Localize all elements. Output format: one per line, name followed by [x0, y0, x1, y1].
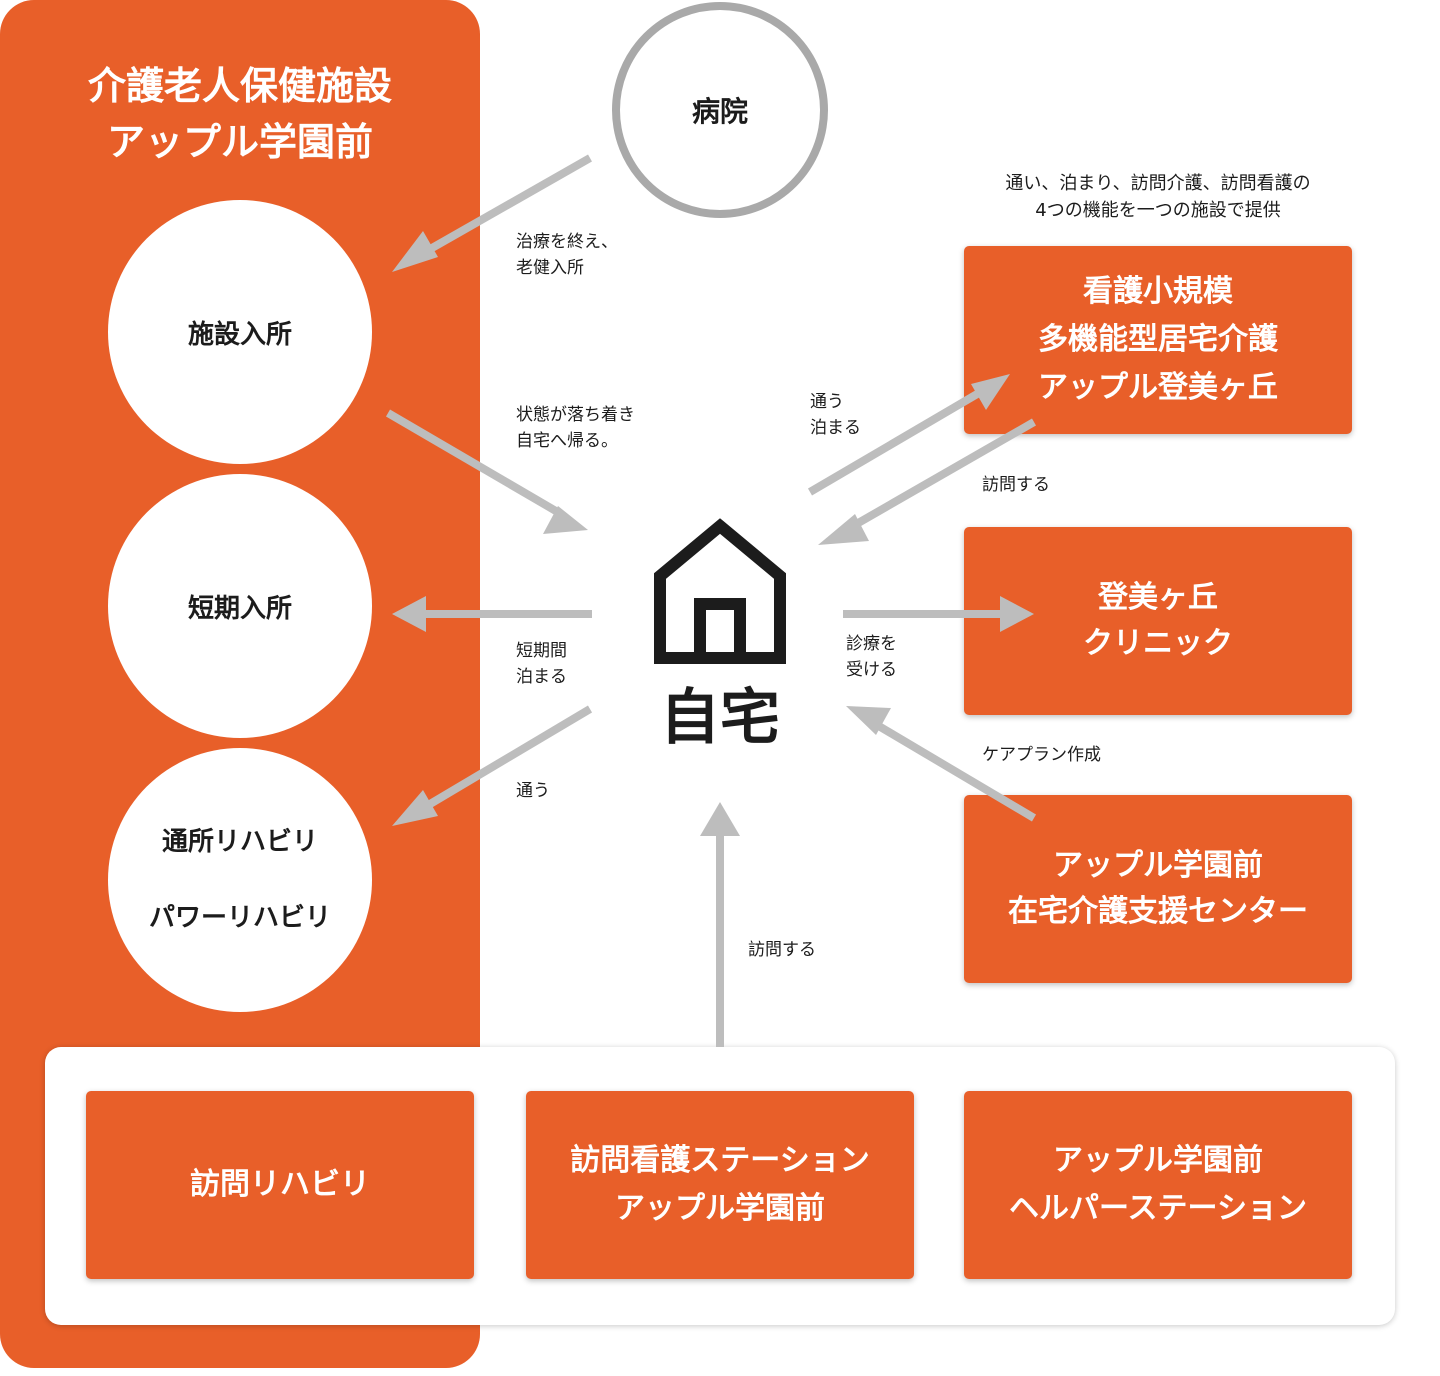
label-line: 診療を [846, 634, 897, 654]
arrow-center-to-home [846, 706, 1037, 822]
arrow-admission-to-home [385, 409, 588, 534]
arrow-home-to-clinic [843, 596, 1034, 632]
arrow-bottom-to-home [700, 802, 740, 1047]
label-line: 泊まる [810, 418, 861, 438]
feature-note-line-1: 通い、泊まり、訪問介護、訪問看護の [1005, 173, 1311, 194]
kantaki-line-2: 多機能型居宅介護 [1038, 322, 1278, 357]
label-home-to-rehab: 通う [516, 778, 550, 804]
helper-station-box: アップル学園前 ヘルパーステーション [964, 1091, 1352, 1279]
label-line: 状態が落ち着き [516, 405, 635, 425]
feature-note-line-2: 4つの機能を一つの施設で提供 [1035, 200, 1281, 221]
label-line: 受ける [846, 660, 897, 680]
label-line: 通う [516, 781, 550, 801]
label-home-to-clinic: 診療を 受ける [846, 631, 897, 683]
hospital-label: 病院 [691, 95, 748, 128]
visit-rehab-label: 訪問リハビリ [190, 1167, 370, 1202]
power-rehab-label: パワーリハビリ [148, 903, 331, 933]
label-home-to-kantaki: 通う 泊まる [810, 389, 861, 441]
label-line: 治療を終え、 [516, 232, 618, 252]
house-icon [654, 518, 786, 664]
label-home-to-short-stay: 短期間 泊まる [516, 638, 567, 690]
label-line: 老健入所 [516, 258, 584, 278]
label-line: 訪問する [748, 940, 816, 960]
nursing-station-line-1: 訪問看護ステーション [570, 1143, 870, 1178]
nursing-station-box: 訪問看護ステーション アップル学園前 [526, 1091, 914, 1279]
care-center-line-1: アップル学園前 [1053, 848, 1263, 883]
label-line: ケアプラン作成 [982, 745, 1101, 765]
nursing-station-line-2: アップル学園前 [615, 1191, 825, 1226]
feature-note: 通い、泊まり、訪問介護、訪問看護の 4つの機能を一つの施設で提供 [940, 170, 1376, 224]
admission-label: 施設入所 [187, 319, 292, 350]
home-node: 自宅 [640, 518, 800, 758]
label-line: 泊まる [516, 667, 567, 687]
label-line: 訪問する [982, 475, 1050, 495]
rehab-circle: 通所リハビリ パワーリハビリ [108, 748, 372, 1012]
arrow-home-to-short-stay [392, 596, 592, 632]
label-bottom-to-home: 訪問する [748, 937, 816, 963]
label-admission-to-home: 状態が落ち着き 自宅へ帰る。 [516, 402, 635, 454]
label-line: 短期間 [516, 641, 567, 661]
kantaki-line-1: 看護小規模 [1083, 274, 1233, 309]
arrow-kantaki-to-home [818, 418, 1036, 545]
care-center-line-2: 在宅介護支援センター [1008, 894, 1308, 929]
label-line: 通う [810, 392, 844, 412]
label-line: 自宅へ帰る。 [516, 431, 618, 451]
admission-circle: 施設入所 [108, 200, 372, 464]
arrow-hospital-to-admission [392, 154, 592, 272]
facility-title-line-2: アップル学園前 [106, 120, 373, 164]
label-hospital-to-admission: 治療を終え、 老健入所 [516, 229, 618, 281]
short-stay-label: 短期入所 [187, 593, 292, 624]
label-center-to-home: ケアプラン作成 [982, 742, 1101, 768]
arrow-home-to-rehab [392, 705, 593, 826]
label-kantaki-to-home: 訪問する [982, 472, 1050, 498]
clinic-line-1: 登美ヶ丘 [1098, 580, 1218, 615]
clinic-line-2: クリニック [1083, 626, 1233, 661]
kantaki-box: 看護小規模 多機能型居宅介護 アップル登美ヶ丘 [964, 246, 1352, 434]
day-rehab-label: 通所リハビリ [161, 827, 318, 857]
care-center-box: アップル学園前 在宅介護支援センター [964, 795, 1352, 983]
hospital-circle: 病院 [612, 2, 828, 218]
kantaki-line-3: アップル登美ヶ丘 [1038, 370, 1278, 405]
short-stay-circle: 短期入所 [108, 474, 372, 738]
helper-station-line-1: アップル学園前 [1053, 1143, 1263, 1178]
facility-title: 介護老人保健施設 アップル学園前 [20, 58, 460, 170]
facility-title-line-1: 介護老人保健施設 [87, 64, 392, 108]
helper-station-line-2: ヘルパーステーション [1009, 1191, 1307, 1226]
arrow-home-to-kantaki [807, 374, 1010, 496]
home-label: 自宅 [660, 683, 780, 753]
visit-rehab-box: 訪問リハビリ [86, 1091, 474, 1279]
clinic-box: 登美ヶ丘 クリニック [964, 527, 1352, 715]
